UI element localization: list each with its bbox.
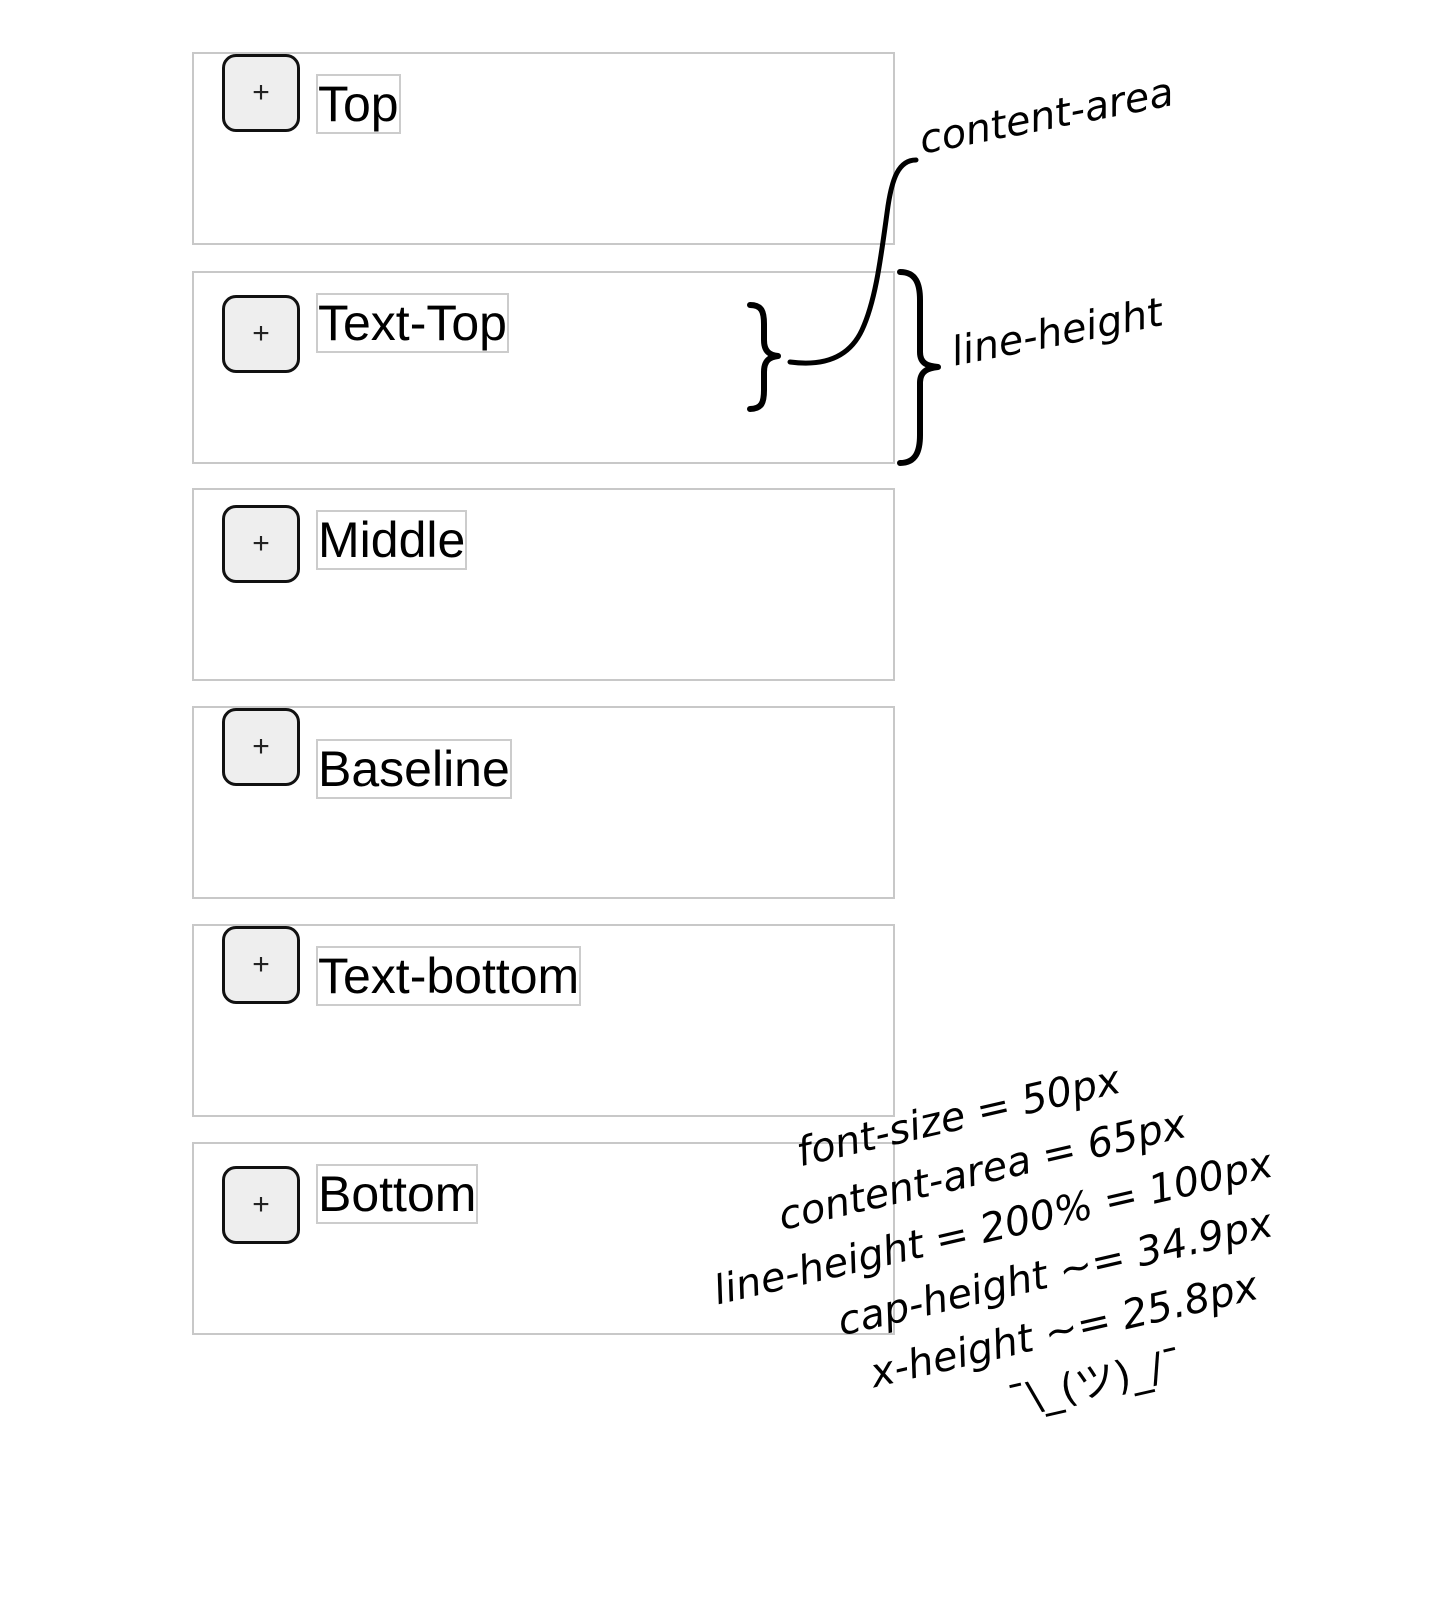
annotation-content-area: content-area bbox=[915, 69, 1178, 164]
line-height-brace bbox=[897, 269, 941, 466]
annotation-line-height: line-height bbox=[947, 289, 1167, 376]
plus-button-text-top[interactable]: + bbox=[222, 295, 300, 373]
row-line-box: + Bottom bbox=[194, 1144, 893, 1244]
row-line-box: + Middle bbox=[194, 490, 893, 590]
row-line-box: + Baseline bbox=[194, 708, 893, 819]
plus-icon: + bbox=[252, 730, 270, 763]
row-line-box: + Top bbox=[194, 54, 893, 154]
sample-text-bottom: Bottom bbox=[318, 1166, 477, 1222]
row-line-box: + Text-Top bbox=[194, 273, 893, 373]
row-top: + Top bbox=[192, 52, 895, 245]
sample-text-top: Top bbox=[318, 76, 399, 132]
row-baseline: + Baseline bbox=[192, 706, 895, 899]
sample-text-text-top: Text-Top bbox=[318, 295, 507, 351]
plus-button-top[interactable]: + bbox=[222, 54, 300, 132]
plus-icon: + bbox=[252, 76, 270, 109]
row-text-top: + Text-Top bbox=[192, 271, 895, 464]
row-bottom: + Bottom bbox=[192, 1142, 895, 1335]
plus-icon: + bbox=[252, 1188, 270, 1221]
row-text-bottom: + Text-bottom bbox=[192, 924, 895, 1117]
plus-icon: + bbox=[252, 526, 270, 560]
plus-button-baseline[interactable]: + bbox=[222, 708, 300, 786]
plus-icon: + bbox=[252, 317, 270, 350]
sample-text-baseline: Baseline bbox=[318, 741, 510, 797]
plus-icon: + bbox=[252, 948, 270, 981]
sample-text-text-bottom: Text-bottom bbox=[318, 948, 580, 1004]
plus-button-bottom[interactable]: + bbox=[222, 1166, 300, 1244]
row-line-box: + Text-bottom bbox=[194, 926, 893, 1026]
plus-button-text-bottom[interactable]: + bbox=[222, 926, 300, 1004]
row-middle: + Middle bbox=[192, 488, 895, 681]
sample-text-middle: Middle bbox=[318, 512, 466, 568]
plus-button-middle[interactable]: + bbox=[222, 504, 300, 583]
